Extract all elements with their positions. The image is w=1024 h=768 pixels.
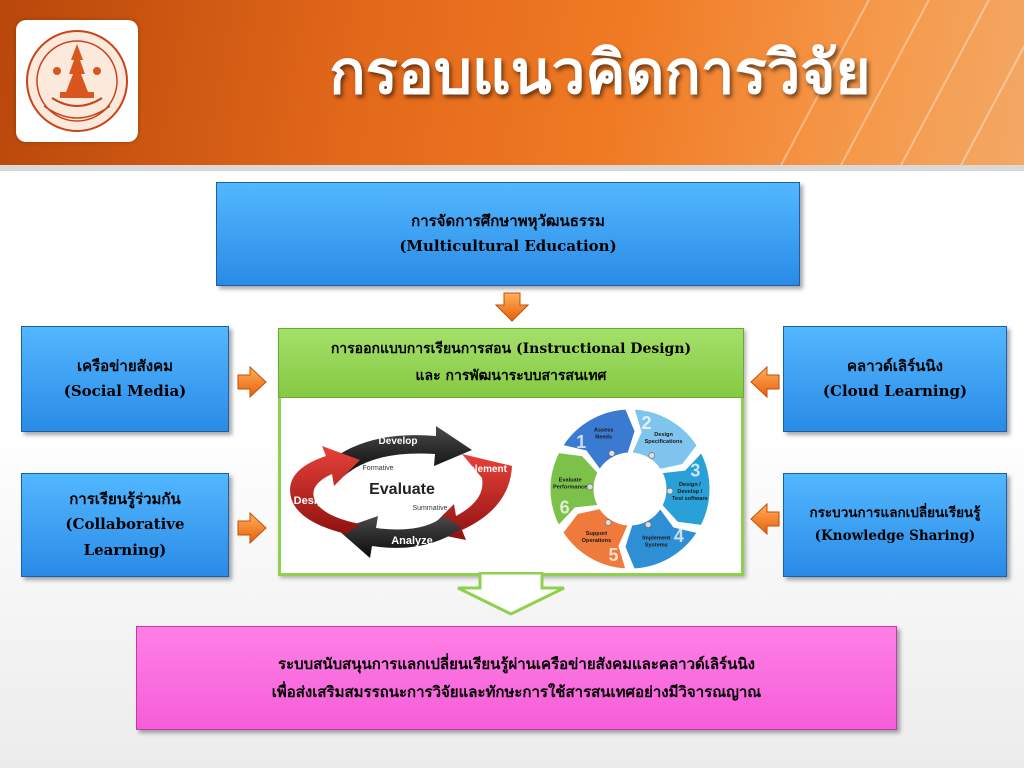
instructional-design-box: การออกแบบการเรียนการสอน (Instructional D… — [278, 328, 744, 398]
result-line2: เพื่อส่งเสริมสมรรถนะการวิจัยและทักษะการใ… — [271, 683, 762, 701]
cycle-step-label: Evaluate — [559, 477, 582, 483]
cycle-segment-2 — [631, 408, 698, 470]
cycle-step-label: Performance — [553, 484, 587, 490]
collaborative-learning-box: การเรียนรู้ร่วมกัน (Collaborative Learni… — [21, 473, 229, 577]
evaluate-cycle-diagram: Evaluate Develop Implement Analyze Desig… — [290, 426, 512, 558]
cycle-step-label: Needs — [595, 435, 612, 441]
cycle-segment-4 — [624, 507, 698, 570]
cycle-pin-icon — [666, 487, 674, 495]
cycle-step-number: 4 — [674, 526, 684, 546]
cycle-step-label: Systems — [645, 542, 668, 548]
cycle-step-label: Implement — [642, 535, 670, 541]
cycle-pin-icon — [644, 521, 652, 528]
collaborative-thai-label: การเรียนรู้ร่วมกัน — [69, 489, 181, 508]
header-banner — [0, 0, 1024, 165]
cycle-pin-icon — [604, 519, 612, 526]
multicultural-english-label: (Multicultural Education) — [399, 237, 617, 255]
knowledge-sharing-thai-label: กระบวนการแลกเปลี่ยนเรียนรู้ — [809, 505, 981, 522]
page-title: กรอบแนวคิดการวิจัย — [329, 38, 871, 108]
social-media-english-label: (Social Media) — [63, 382, 187, 400]
cloud-learning-english-label: (Cloud Learning) — [822, 382, 968, 400]
right-arrow-icon — [237, 366, 267, 398]
design-arc — [290, 446, 360, 534]
cycle-step-label: Develop / — [677, 489, 702, 495]
evaluate-label: Evaluate — [369, 481, 435, 498]
summative-label: Summative — [412, 505, 447, 512]
cycle-step-label: Design / — [679, 482, 701, 488]
cycle-pin-icon — [586, 483, 594, 491]
result-system-box: ระบบสนับสนุนการแลกเปลี่ยนเรียนรู้ผ่านเคร… — [136, 626, 897, 730]
down-outline-arrow-icon — [457, 572, 565, 616]
multicultural-education-box: การจัดการศึกษาพหุวัฒนธรรม (Multicultural… — [216, 182, 800, 286]
cycle-step-number: 3 — [690, 460, 700, 480]
left-arrow-icon — [750, 366, 780, 398]
instructional-design-line2: และ การพัฒนาระบบสารสนเทศ — [415, 368, 607, 384]
cycle-segment-5 — [562, 508, 629, 570]
cycle-step-number: 6 — [560, 498, 570, 518]
multicultural-thai-label: การจัดการศึกษาพหุวัฒนธรรม — [411, 211, 605, 230]
knowledge-sharing-english-label: (Knowledge Sharing) — [814, 528, 976, 544]
cycle-segment-1 — [562, 408, 636, 471]
result-line1: ระบบสนับสนุนการแลกเปลี่ยนเรียนรู้ผ่านเคร… — [278, 654, 755, 673]
cycle-step-number: 2 — [641, 413, 651, 433]
implement-label: Implement — [457, 464, 508, 475]
cycle-step-label: Assess — [594, 428, 614, 434]
knowledge-sharing-box: กระบวนการแลกเปลี่ยนเรียนรู้ (Knowledge S… — [783, 473, 1007, 577]
down-arrow-icon — [495, 292, 529, 322]
left-arrow-icon — [750, 503, 780, 535]
cycle-step-label: Operations — [582, 538, 612, 544]
header-divider — [0, 165, 1024, 171]
social-media-thai-label: เครือข่ายสังคม — [76, 356, 174, 375]
cycle-step-label: Design — [654, 432, 673, 438]
cycle-segment-6 — [549, 452, 599, 527]
cloud-learning-thai-label: คลาวด์เลิร์นนิง — [846, 356, 944, 375]
cycle-step-label: Test software — [672, 496, 708, 502]
develop-arc — [326, 426, 472, 476]
cycle-step-number: 1 — [576, 432, 586, 452]
cycle-step-number: 5 — [609, 545, 619, 565]
formative-label: Formative — [362, 465, 393, 472]
cycle-step-label: Specifications — [645, 439, 683, 445]
cloud-learning-box: คลาวด์เลิร์นนิง (Cloud Learning) — [783, 326, 1007, 432]
right-arrow-icon — [237, 512, 267, 544]
cycle-pin-icon — [608, 450, 616, 457]
analyze-arc — [338, 516, 462, 558]
cycle-segment-3 — [661, 451, 711, 526]
social-media-box: เครือข่ายสังคม (Social Media) — [21, 326, 229, 432]
cycle-step-label: Support — [586, 531, 608, 537]
design-label: Design — [294, 495, 331, 507]
university-seal-logo — [16, 20, 138, 142]
develop-label: Develop — [379, 436, 418, 447]
cycle-pin-icon — [648, 452, 656, 459]
instructional-design-line1: การออกแบบการเรียนการสอน (Instructional D… — [330, 341, 692, 358]
analyze-label: Analyze — [391, 535, 433, 547]
collaborative-english-label: (Collaborative Learning) — [65, 515, 185, 559]
